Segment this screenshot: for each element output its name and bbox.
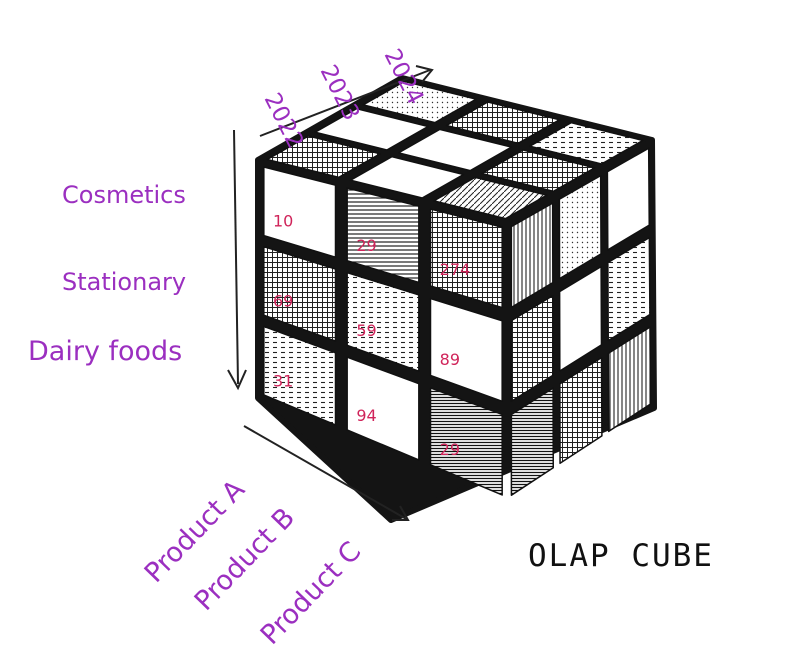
top-face-cell [349,155,465,199]
right-face-cell [559,356,603,465]
top-face-cell [445,101,561,145]
right-face-cell [510,387,554,496]
front-face-cell [263,166,337,258]
top-face-cell [433,176,548,220]
cube-front-face: 10 29 274 69 59 89 31 94 29 [263,166,503,496]
cell-value: 29 [440,440,460,459]
cube-right-face [510,147,652,496]
right-face-cell [510,202,554,309]
right-face-cell [510,294,554,403]
product-axis-arrow [243,425,410,521]
category-label-dairy-foods: Dairy foods [28,336,182,367]
right-face-cell [558,174,602,280]
right-face-cell [607,326,652,433]
front-face-cell [346,187,420,284]
year-axis-arrow [259,65,434,137]
right-face-cell [558,265,603,372]
cell-value: 69 [273,291,293,310]
front-face-cell [346,271,420,372]
diagram-title: OLAP CUBE [528,538,714,574]
category-label-cosmetics: Cosmetics [62,181,186,209]
category-label-stationary: Stationary [62,268,186,296]
cell-value: 29 [356,236,376,255]
year-label-2023: 2023 [315,61,365,125]
front-face-cell [429,387,503,496]
cell-value: 10 [273,211,293,230]
top-face-cell [397,128,513,172]
front-face-cell [263,325,337,426]
cell-value: 31 [273,372,293,391]
front-face-cell [346,356,420,461]
cell-value: 89 [440,350,460,369]
top-face-cell [481,149,596,193]
front-face-cell [263,245,337,342]
category-axis-arrow [227,129,247,391]
top-face-cell [529,121,644,165]
front-face-cell [429,208,503,309]
top-face-cell [314,107,429,151]
front-face-cell [429,297,503,403]
cube-top-face [266,80,644,220]
top-face-cell [266,135,381,179]
cube: 10 29 274 69 59 89 31 94 29 [255,75,657,523]
right-face-cell [607,236,651,342]
right-face-cell [606,147,650,251]
cell-value: 274 [440,260,471,279]
cell-value: 94 [356,406,376,425]
cell-value: 59 [356,321,376,340]
top-face-cell [362,80,477,124]
